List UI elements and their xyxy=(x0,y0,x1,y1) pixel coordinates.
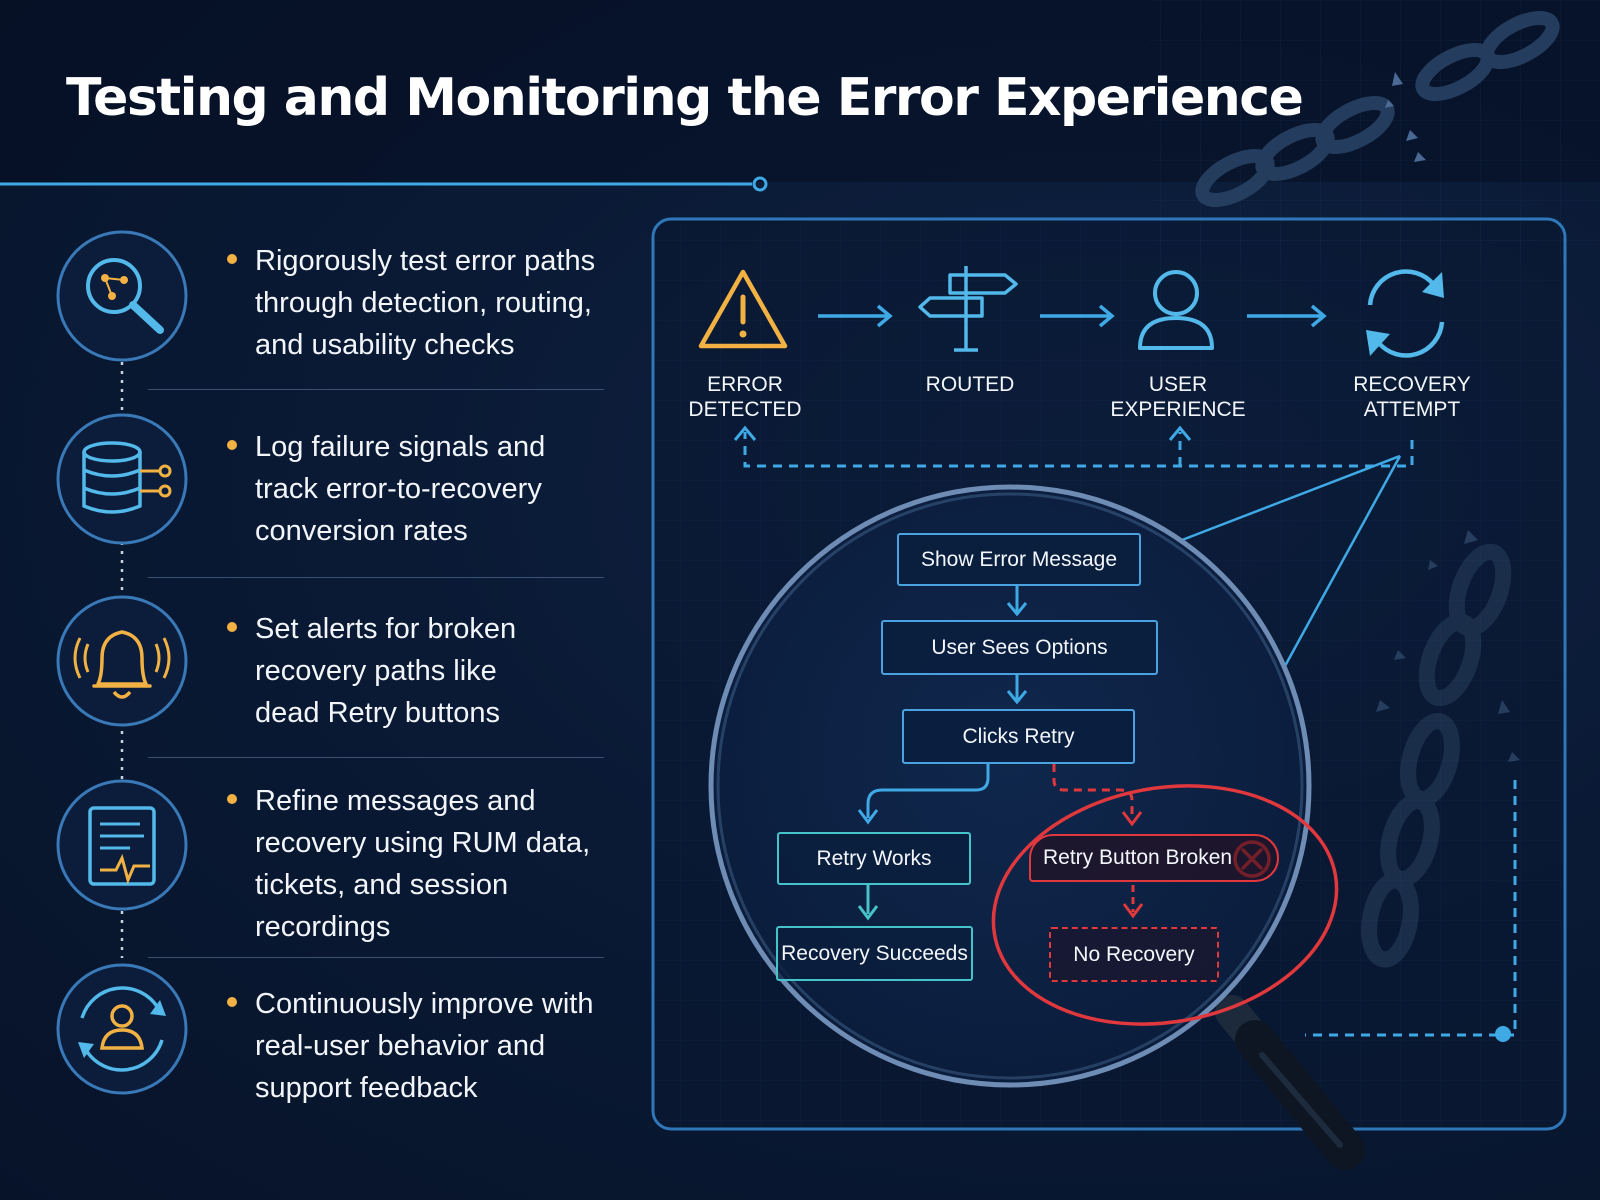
step-label-routed: ROUTED xyxy=(870,372,1070,397)
box-user-sees-options: User Sees Options xyxy=(881,620,1158,675)
divider xyxy=(148,757,604,758)
warning-icon xyxy=(698,269,788,349)
user-icon xyxy=(1138,270,1214,350)
magnifier-handle xyxy=(1215,995,1365,1170)
failure-highlight xyxy=(991,784,1339,1026)
practices-icons xyxy=(56,230,188,1095)
step-label-line: ROUTED xyxy=(925,373,1015,396)
step-label-line: RECOVERY xyxy=(1353,373,1471,396)
box-retry-works: Retry Works xyxy=(777,832,971,885)
practice-item-improve: Continuously improve with real-user beha… xyxy=(227,983,615,1109)
bullet-dot xyxy=(227,997,237,1007)
divider xyxy=(148,577,604,578)
flow-arrows xyxy=(818,304,1327,328)
broken-chain-top xyxy=(1195,10,1560,208)
divider xyxy=(148,389,604,390)
practice-line: Refine messages and xyxy=(255,785,536,817)
step-label-recovery-attempt: RECOVERY ATTEMPT xyxy=(1312,372,1512,422)
box-retry-button-broken: Retry Button Broken xyxy=(1029,834,1279,882)
practice-line: tickets, and session xyxy=(255,869,509,901)
retry-broken-label: Retry Button Broken xyxy=(1043,846,1233,869)
alert-bell-icon xyxy=(56,595,188,727)
practice-item-test: Rigorously test error paths through dete… xyxy=(227,240,615,366)
practice-line: Set alerts for broken xyxy=(255,613,517,645)
refresh-icon xyxy=(1366,269,1445,358)
tracker-line xyxy=(1305,780,1517,1042)
bullet-dot xyxy=(227,794,237,804)
practice-line: and usability checks xyxy=(255,329,515,361)
practice-line: Log failure signals and xyxy=(255,431,546,463)
practice-item-refine: Refine messages and recovery using RUM d… xyxy=(227,780,615,948)
practice-line: dead Retry buttons xyxy=(255,697,501,729)
bullet-dot xyxy=(227,440,237,450)
step-label-line: ERROR xyxy=(707,373,783,396)
box-recovery-succeeds: Recovery Succeeds xyxy=(776,926,973,981)
practice-line: through detection, routing, xyxy=(255,287,592,319)
practice-line: track error-to-recovery xyxy=(255,473,542,505)
box-show-error-message: Show Error Message xyxy=(897,533,1141,586)
practice-line: Rigorously test error paths xyxy=(255,245,596,277)
practice-line: Continuously improve with xyxy=(255,988,594,1020)
box-no-recovery: No Recovery xyxy=(1049,927,1219,982)
page-title: Testing and Monitoring the Error Experie… xyxy=(66,68,1304,128)
practice-item-log: Log failure signals and track error-to-r… xyxy=(227,426,615,552)
practice-line: conversion rates xyxy=(255,515,468,547)
chain-shards-top xyxy=(1385,72,1426,162)
search-network-icon xyxy=(56,230,188,362)
box-clicks-retry: Clicks Retry xyxy=(902,709,1135,764)
practice-line: recovery paths like xyxy=(255,655,497,687)
feedback-loop xyxy=(743,432,1414,468)
bullet-dot xyxy=(227,254,237,264)
step-label-line: DETECTED xyxy=(688,398,802,421)
database-icon xyxy=(56,413,188,545)
practice-item-alerts: Set alerts for broken recovery paths lik… xyxy=(227,608,615,734)
step-label-user-experience: USER EXPERIENCE xyxy=(1078,372,1278,422)
signpost-icon xyxy=(918,266,1018,352)
user-cycle-icon xyxy=(56,963,188,1095)
step-label-error-detected: ERROR DETECTED xyxy=(645,372,845,422)
divider xyxy=(148,957,604,958)
step-label-line: EXPERIENCE xyxy=(1110,398,1246,421)
step-label-line: ATTEMPT xyxy=(1363,398,1461,421)
report-waveform-icon xyxy=(56,779,188,911)
practice-line: real-user behavior and xyxy=(255,1030,546,1062)
practice-line: recovery using RUM data, xyxy=(255,827,591,859)
step-label-line: USER xyxy=(1148,373,1208,396)
bullet-dot xyxy=(227,622,237,632)
practice-line: support feedback xyxy=(255,1072,478,1104)
practice-line: recordings xyxy=(255,911,391,943)
